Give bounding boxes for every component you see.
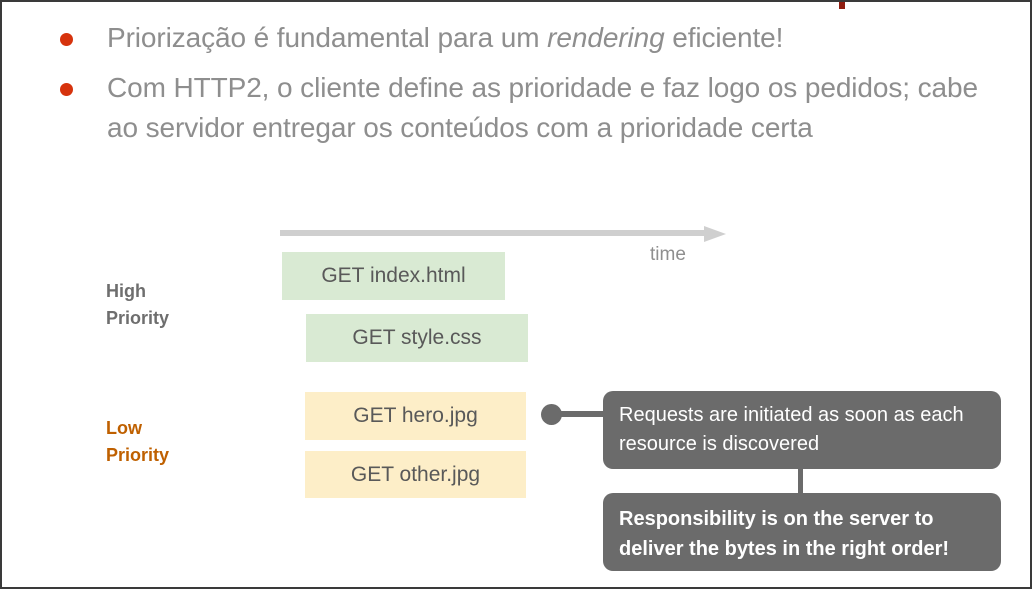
arrow-right-icon xyxy=(704,226,726,242)
request-bar-other-jpg: GET other.jpg xyxy=(305,451,526,498)
request-bar-style-css: GET style.css xyxy=(306,314,528,362)
callout-vertical-connector-line xyxy=(798,465,803,498)
callout-anchor-dot-icon xyxy=(541,404,562,425)
bullet-list: Priorização é fundamental para um render… xyxy=(60,18,1000,158)
list-item: Priorização é fundamental para um render… xyxy=(60,18,1000,58)
bullet-text-part-1: Priorização é fundamental para um xyxy=(107,22,548,53)
priority-label-high-line2: Priority xyxy=(106,308,170,328)
bullet-text: Priorização é fundamental para um render… xyxy=(107,18,783,58)
priority-label-low-line1: Low xyxy=(106,418,142,438)
top-red-tick-marker xyxy=(839,2,845,9)
priority-label-low-line2: Priority xyxy=(106,445,170,465)
request-bar-hero-jpg: GET hero.jpg xyxy=(305,392,526,440)
bullet-text-part-1: Com HTTP2, o cliente define as prioridad… xyxy=(107,72,978,143)
callout-requests-note: Requests are initiated as soon as each r… xyxy=(603,391,1001,469)
bullet-dot-icon xyxy=(60,33,73,46)
bullet-text-italic: rendering xyxy=(547,22,665,53)
bullet-text-part-2: eficiente! xyxy=(664,22,784,53)
callout-responsibility-note: Responsibility is on the server to deliv… xyxy=(603,493,1001,571)
time-axis xyxy=(280,226,726,242)
priority-label-high: High Priority xyxy=(106,278,169,332)
time-axis-label: time xyxy=(650,244,686,265)
time-axis-line xyxy=(280,230,704,236)
request-bar-index-html: GET index.html xyxy=(282,252,505,300)
bullet-dot-icon xyxy=(60,83,73,96)
bullet-text: Com HTTP2, o cliente define as prioridad… xyxy=(107,68,1000,148)
callout-connector-line xyxy=(560,411,606,417)
priority-label-low: Low Priority xyxy=(106,415,169,469)
list-item: Com HTTP2, o cliente define as prioridad… xyxy=(60,68,1000,148)
priority-label-high-line1: High xyxy=(106,281,146,301)
